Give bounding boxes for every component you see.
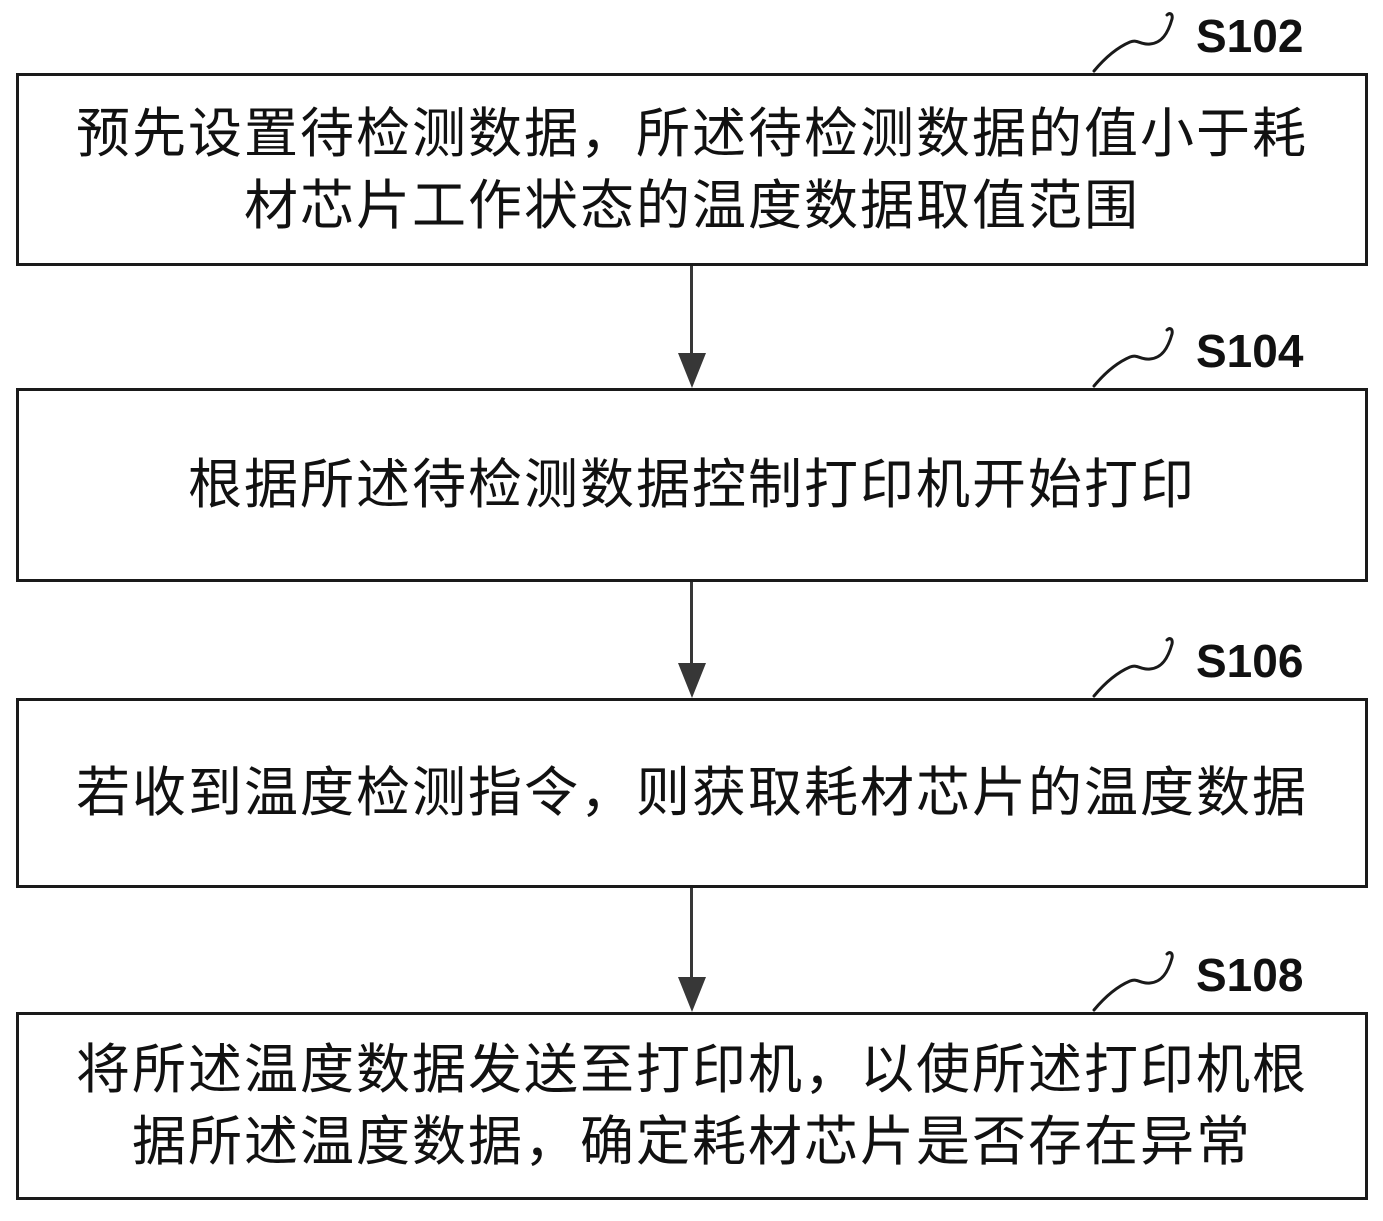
step-label-text: S106 (1196, 635, 1304, 687)
flow-arrow (678, 582, 706, 698)
process-box-s108: 将所述温度数据发送至打印机，以使所述打印机根 据所述温度数据，确定耗材芯片是否存… (16, 1012, 1368, 1200)
flow-arrow (678, 266, 706, 388)
text-line: 据所述温度数据，确定耗材芯片是否存在异常 (132, 1112, 1252, 1172)
leader-line-squiggle-icon (1092, 637, 1174, 698)
step-label-text: S102 (1196, 10, 1304, 62)
arrow-line (690, 266, 693, 358)
leader-line-squiggle-icon (1092, 12, 1174, 73)
arrow-line (690, 888, 693, 982)
arrow-down-icon (678, 977, 706, 1012)
process-box-text: 将所述温度数据发送至打印机，以使所述打印机根 据所述温度数据，确定耗材芯片是否存… (19, 1034, 1365, 1178)
process-box-text: 若收到温度检测指令，则获取耗材芯片的温度数据 (19, 757, 1365, 829)
step-label-s102: S102 (1088, 11, 1303, 73)
process-box-text: 预先设置待检测数据，所述待检测数据的值小于耗 材芯片工作状态的温度数据取值范围 (19, 98, 1365, 242)
process-box-s104: 根据所述待检测数据控制打印机开始打印 (16, 388, 1368, 582)
flow-arrow (678, 888, 706, 1012)
text-line: 材芯片工作状态的温度数据取值范围 (244, 175, 1140, 236)
arrow-line (690, 582, 693, 668)
process-box-s102: 预先设置待检测数据，所述待检测数据的值小于耗 材芯片工作状态的温度数据取值范围 (16, 73, 1368, 266)
leader-line-squiggle-icon (1092, 951, 1174, 1012)
step-label-s104: S104 (1088, 326, 1303, 388)
arrow-down-icon (678, 663, 706, 698)
process-box-text: 根据所述待检测数据控制打印机开始打印 (19, 449, 1365, 521)
arrow-down-icon (678, 353, 706, 388)
text-line: 根据所述待检测数据控制打印机开始打印 (188, 455, 1196, 515)
step-label-s106: S106 (1088, 636, 1303, 698)
leader-line-squiggle-icon (1092, 327, 1174, 388)
text-line: 预先设置待检测数据，所述待检测数据的值小于耗 (76, 103, 1308, 164)
process-box-s106: 若收到温度检测指令，则获取耗材芯片的温度数据 (16, 698, 1368, 888)
step-label-text: S104 (1196, 325, 1304, 377)
text-line: 若收到温度检测指令，则获取耗材芯片的温度数据 (76, 763, 1308, 823)
step-label-text: S108 (1196, 949, 1304, 1001)
text-line: 将所述温度数据发送至打印机，以使所述打印机根 (76, 1040, 1308, 1100)
step-label-s108: S108 (1088, 950, 1303, 1012)
